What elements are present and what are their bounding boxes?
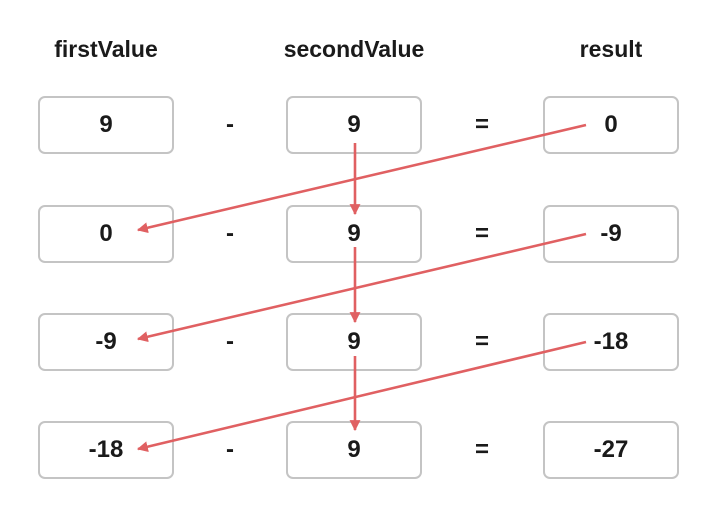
first-value-box: -18	[38, 421, 174, 479]
second-value-box: 9	[286, 96, 422, 154]
header-result: result	[579, 36, 643, 62]
result-box: -27	[543, 421, 679, 479]
first-value-box: 0	[38, 205, 174, 263]
equals-operator: =	[474, 328, 489, 355]
header-first-value: firstValue	[54, 36, 158, 62]
second-value-box: 9	[286, 313, 422, 371]
second-value-box: 9	[286, 421, 422, 479]
minus-operator: -	[226, 436, 234, 463]
equals-operator: =	[474, 111, 489, 138]
minus-operator: -	[226, 111, 234, 138]
result-box: 0	[543, 96, 679, 154]
minus-operator: -	[226, 220, 234, 247]
equals-operator: =	[474, 436, 489, 463]
minus-operator: -	[226, 328, 234, 355]
first-value-box: -9	[38, 313, 174, 371]
header-second-value: secondValue	[283, 36, 425, 62]
result-box: -9	[543, 205, 679, 263]
result-box: -18	[543, 313, 679, 371]
equals-operator: =	[474, 220, 489, 247]
second-value-box: 9	[286, 205, 422, 263]
first-value-box: 9	[38, 96, 174, 154]
